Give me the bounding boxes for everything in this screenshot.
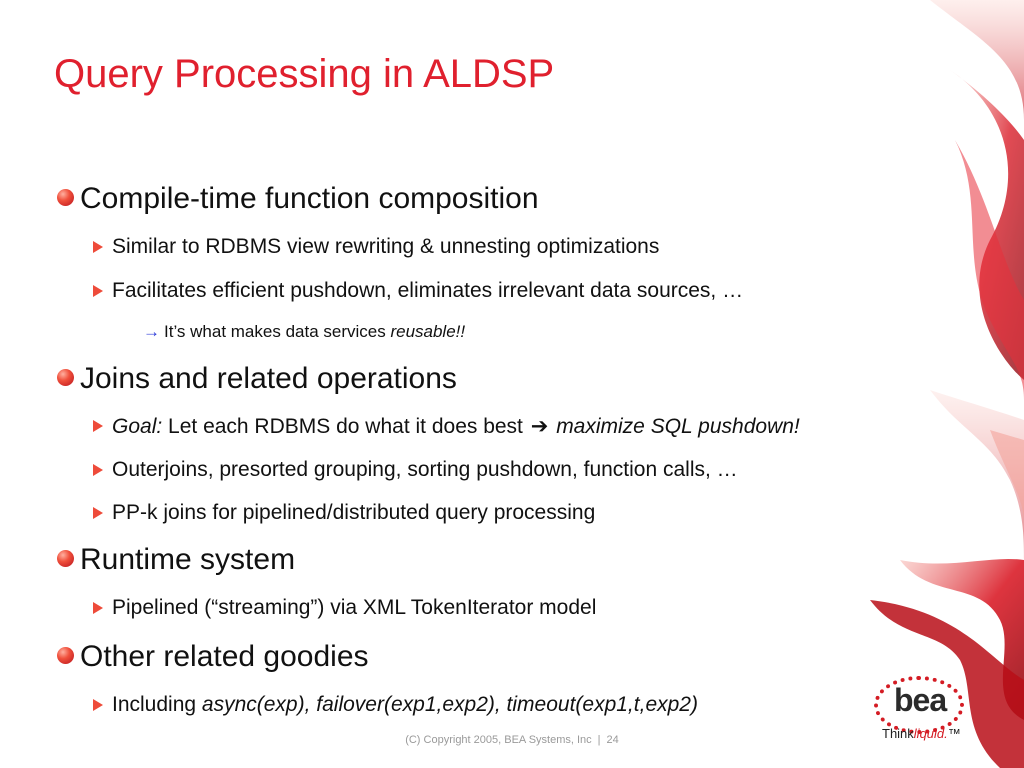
- triangle-bullet-icon: [93, 699, 103, 711]
- triangle-bullet-icon: [93, 420, 103, 432]
- bea-logo: bea Thinkliquid.™: [868, 672, 968, 752]
- subbullet-ppk-joins: PP-k joins for pipelined/distributed que…: [93, 500, 596, 526]
- bullet-text: Compile-time function composition: [80, 182, 539, 215]
- subbullet-pipelined: Pipelined (“streaming”) via XML TokenIte…: [93, 595, 597, 621]
- subbullet-text: Including: [112, 693, 202, 716]
- subbullet-text: Facilitates efficient pushdown, eliminat…: [112, 279, 744, 302]
- logo-dotted-ring-icon: [874, 676, 964, 734]
- bullet-text: Other related goodies: [80, 640, 369, 673]
- bullet-text: Runtime system: [80, 543, 296, 576]
- subbullet-goal: Goal: Let each RDBMS do what it does bes…: [93, 413, 800, 440]
- triangle-bullet-icon: [93, 602, 103, 614]
- triangle-bullet-icon: [93, 507, 103, 519]
- copyright-text: (C) Copyright 2005, BEA Systems, Inc: [405, 734, 592, 746]
- reusable-emphasis: reusable!!: [390, 322, 466, 341]
- page-number: 24: [606, 734, 619, 746]
- slide-title: Query Processing in ALDSP: [54, 52, 555, 96]
- tagline-liquid: liquid.: [913, 726, 948, 741]
- footer: (C) Copyright 2005, BEA Systems, Inc | 24: [0, 734, 1024, 746]
- subbullet-text: Let each RDBMS do what it does best: [162, 415, 529, 438]
- bullet-runtime: Runtime system: [57, 543, 296, 577]
- logo-tagline: Thinkliquid.™: [882, 726, 961, 741]
- subsubbullet-reusable: →It’s what makes data services reusable!…: [143, 321, 465, 343]
- bullet-joins: Joins and related operations: [57, 362, 457, 396]
- subbullet-text: Pipelined (“streaming”) via XML TokenIte…: [112, 596, 597, 619]
- red-ball-bullet-icon: [57, 647, 74, 664]
- footer-separator: |: [597, 734, 601, 746]
- triangle-bullet-icon: [93, 285, 103, 297]
- subbullet-text: Similar to RDBMS view rewriting & unnest…: [112, 235, 660, 258]
- functions-emphasis: async(exp), failover(exp1,exp2), timeout…: [201, 693, 698, 716]
- bold-right-arrow-icon: ➔: [530, 414, 549, 438]
- red-ball-bullet-icon: [57, 189, 74, 206]
- subbullet-including: Including async(exp), failover(exp1,exp2…: [93, 692, 698, 718]
- right-arrow-icon: →: [143, 322, 160, 341]
- subbullet-pushdown: Facilitates efficient pushdown, eliminat…: [93, 278, 744, 304]
- goal-label: Goal:: [112, 415, 163, 438]
- triangle-bullet-icon: [93, 241, 103, 253]
- red-ball-bullet-icon: [57, 550, 74, 567]
- subbullet-outerjoins: Outerjoins, presorted grouping, sorting …: [93, 457, 738, 483]
- trademark-symbol: ™: [947, 726, 961, 741]
- pushdown-emphasis: maximize SQL pushdown!: [556, 415, 800, 438]
- logo-wordmark: bea: [894, 682, 947, 718]
- bullet-text: Joins and related operations: [80, 362, 457, 395]
- subbullet-view-rewriting: Similar to RDBMS view rewriting & unnest…: [93, 234, 660, 260]
- subbullet-text: Outerjoins, presorted grouping, sorting …: [112, 458, 738, 481]
- triangle-bullet-icon: [93, 464, 103, 476]
- bullet-compile-time: Compile-time function composition: [57, 182, 539, 216]
- subbullet-text: PP-k joins for pipelined/distributed que…: [112, 501, 596, 524]
- subsubbullet-text: It’s what makes data services: [164, 322, 391, 341]
- bullet-goodies: Other related goodies: [57, 640, 369, 674]
- red-ball-bullet-icon: [57, 369, 74, 386]
- tagline-think: Think: [882, 726, 914, 741]
